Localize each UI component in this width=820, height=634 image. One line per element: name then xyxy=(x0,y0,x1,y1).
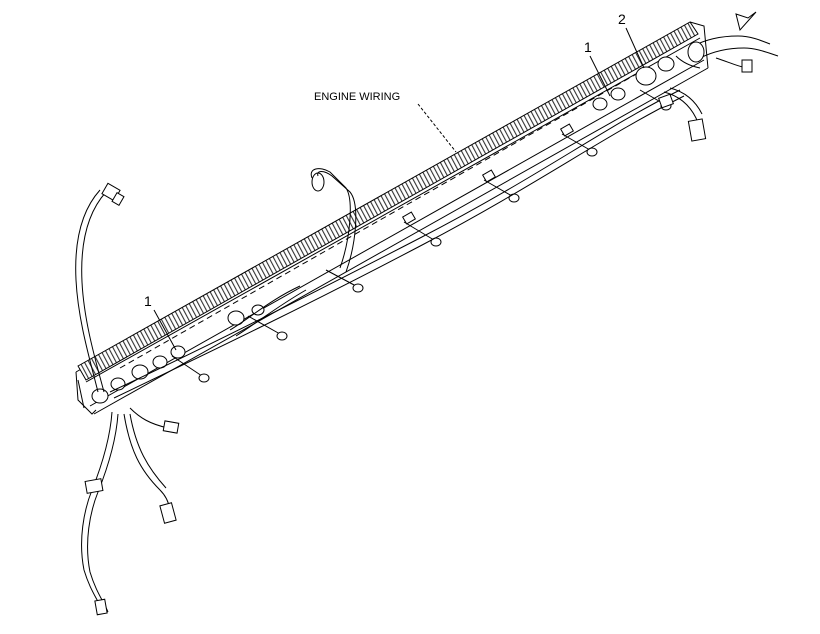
stud xyxy=(403,221,442,247)
callout-2-leader xyxy=(625,27,645,69)
left-lower-leads xyxy=(81,407,180,616)
leader-lines xyxy=(153,27,645,351)
callout-2: 2 xyxy=(618,11,626,27)
right-end-conduit xyxy=(658,11,779,142)
stud xyxy=(561,133,598,157)
callout-1-right: 1 xyxy=(584,39,592,55)
callout-1-left: 1 xyxy=(144,293,152,309)
rail-connectors xyxy=(91,56,675,404)
callout-1-left-leader xyxy=(153,309,177,351)
callout-1-right-leader xyxy=(589,55,611,97)
stud xyxy=(171,355,210,383)
rail-studs xyxy=(171,89,672,383)
engine-wiring-label: ENGINE WIRING xyxy=(314,91,400,103)
stud xyxy=(325,269,364,293)
engine-wiring-leader xyxy=(417,103,457,153)
harness-rail xyxy=(75,21,709,415)
center-harness-loop xyxy=(310,168,357,273)
stud xyxy=(247,315,288,341)
left-upper-lead xyxy=(75,182,125,393)
stud xyxy=(483,179,520,203)
harness-wires xyxy=(109,89,685,399)
